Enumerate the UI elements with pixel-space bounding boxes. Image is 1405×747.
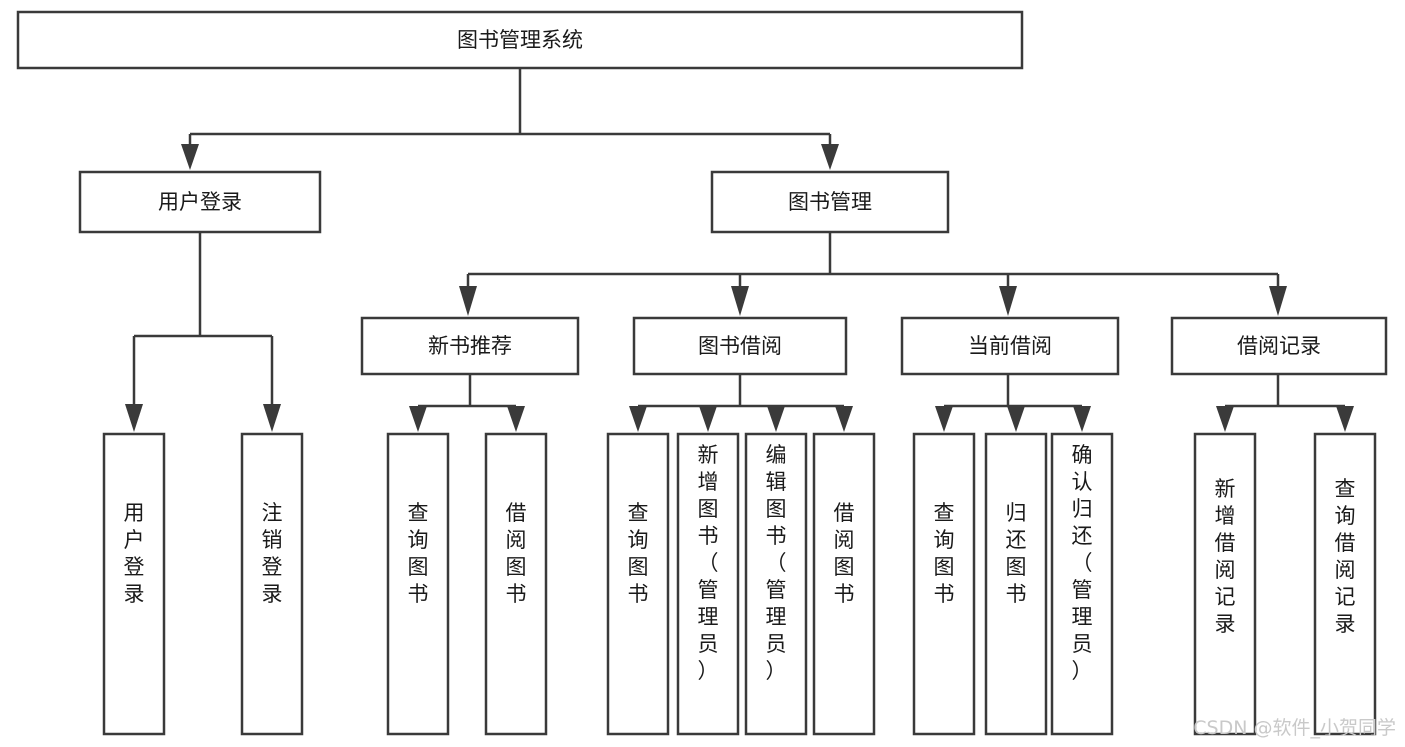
leaf-user-logout[interactable]: 注销登录 <box>240 432 304 736</box>
node-borrow-record-label: 借阅记录 <box>1237 334 1321 358</box>
leaf-borrow-book[interactable]: 借阅图书 <box>812 432 876 736</box>
leaf-query-record-label: 查询借阅记录 <box>1335 477 1356 636</box>
leaf-return-book-label: 归还图书 <box>1006 501 1027 606</box>
leaf-return-book-box[interactable] <box>984 432 1048 736</box>
node-current-borrow-box[interactable] <box>900 316 1120 376</box>
leaf-borrow-book-box[interactable] <box>812 432 876 736</box>
node-book-borrow-box[interactable] <box>632 316 848 376</box>
leaf-borrow-book-rec[interactable]: 借阅图书 <box>484 432 548 736</box>
node-book-manage-label: 图书管理 <box>788 190 872 214</box>
leaf-add-book[interactable]: 新增图书（管理员） <box>676 432 740 736</box>
arrow-root-to-book-manage <box>821 144 839 170</box>
node-user-login-label: 用户登录 <box>158 190 242 214</box>
leaf-user-logout-box[interactable] <box>240 432 304 736</box>
arrow-currentborrow-to-leaf3 <box>1073 406 1091 432</box>
arrow-root-to-user-login <box>181 144 199 170</box>
leaf-query-record-box[interactable] <box>1313 432 1377 736</box>
node-new-book-recommend-box[interactable] <box>360 316 580 376</box>
arrow-borrowrecord-to-leaf1 <box>1216 406 1234 432</box>
arrow-userlogin-to-leaf1 <box>125 404 143 432</box>
leaf-edit-book-label: 编辑图书（管理员） <box>766 443 787 683</box>
leaf-add-book-label: 新增图书（管理员） <box>698 443 719 683</box>
leaf-user-login-label: 用户登录 <box>124 501 145 606</box>
leaf-confirm-return[interactable]: 确认归还（管理员） <box>1050 432 1114 736</box>
arrow-bookborrow-to-leaf2 <box>699 406 717 432</box>
node-borrow-record-box[interactable] <box>1170 316 1388 376</box>
arrow-recommend-to-leaf2 <box>507 406 525 432</box>
node-new-book-recommend-label: 新书推荐 <box>428 334 512 358</box>
leaf-add-book-box[interactable] <box>676 432 740 736</box>
csdn-watermark: CSDN @软件_小贺同学 <box>1193 717 1396 739</box>
node-current-borrow[interactable]: 当前借阅 <box>900 316 1120 376</box>
leaf-user-logout-label: 注销登录 <box>262 501 283 606</box>
leaf-user-login-box[interactable] <box>102 432 166 736</box>
connector-layer <box>125 68 1354 432</box>
node-book-manage[interactable]: 图书管理 <box>710 170 950 234</box>
node-borrow-record[interactable]: 借阅记录 <box>1170 316 1388 376</box>
leaf-query-book-rec-box[interactable] <box>386 432 450 736</box>
leaf-query-book-borrow[interactable]: 查询图书 <box>606 432 670 736</box>
leaf-query-book-cur[interactable]: 查询图书 <box>912 432 976 736</box>
arrow-borrowrecord-to-leaf2 <box>1336 406 1354 432</box>
leaf-query-book-rec[interactable]: 查询图书 <box>386 432 450 736</box>
leaf-add-record-label: 新增借阅记录 <box>1215 477 1236 636</box>
node-user-login[interactable]: 用户登录 <box>78 170 322 234</box>
arrow-bookmanage-to-record <box>1269 286 1287 316</box>
node-current-borrow-label: 当前借阅 <box>968 334 1052 358</box>
node-book-borrow[interactable]: 图书借阅 <box>632 316 848 376</box>
arrow-bookmanage-to-borrow <box>731 286 749 316</box>
arrow-currentborrow-to-leaf1 <box>935 406 953 432</box>
leaf-borrow-book-label: 借阅图书 <box>834 501 855 606</box>
leaf-borrow-book-rec-box[interactable] <box>484 432 548 736</box>
leaf-query-record[interactable]: 查询借阅记录 <box>1313 432 1377 736</box>
leaf-query-book-cur-label: 查询图书 <box>934 501 955 606</box>
node-root-box[interactable] <box>16 10 1024 70</box>
leaf-edit-book[interactable]: 编辑图书（管理员） <box>744 432 808 736</box>
leaf-borrow-book-rec-label: 借阅图书 <box>506 501 527 606</box>
leaf-query-book-borrow-label: 查询图书 <box>628 501 649 606</box>
leaf-edit-book-box[interactable] <box>744 432 808 736</box>
leaf-confirm-return-box[interactable] <box>1050 432 1114 736</box>
node-root-label: 图书管理系统 <box>457 28 583 52</box>
leaf-query-book-cur-box[interactable] <box>912 432 976 736</box>
leaf-confirm-return-label: 确认归还（管理员） <box>1072 443 1093 683</box>
arrow-bookmanage-to-recommend <box>459 286 477 316</box>
leaf-return-book[interactable]: 归还图书 <box>984 432 1048 736</box>
arrow-bookborrow-to-leaf4 <box>835 406 853 432</box>
node-book-borrow-label: 图书借阅 <box>698 334 782 358</box>
leaf-query-book-borrow-box[interactable] <box>606 432 670 736</box>
node-book-manage-box[interactable] <box>710 170 950 234</box>
leaf-user-login[interactable]: 用户登录 <box>102 432 166 736</box>
arrow-recommend-to-leaf1 <box>409 406 427 432</box>
node-root[interactable]: 图书管理系统 <box>16 10 1024 70</box>
node-new-book-recommend[interactable]: 新书推荐 <box>360 316 580 376</box>
arrow-userlogin-to-leaf2 <box>263 404 281 432</box>
leaf-add-record-box[interactable] <box>1193 432 1257 736</box>
arrow-bookborrow-to-leaf3 <box>767 406 785 432</box>
arrow-bookborrow-to-leaf1 <box>629 406 647 432</box>
leaf-query-book-rec-label: 查询图书 <box>408 501 429 606</box>
node-user-login-box[interactable] <box>78 170 322 234</box>
arrow-bookmanage-to-current <box>999 286 1017 316</box>
leaf-add-record[interactable]: 新增借阅记录 <box>1193 432 1257 736</box>
arrow-currentborrow-to-leaf2 <box>1007 406 1025 432</box>
